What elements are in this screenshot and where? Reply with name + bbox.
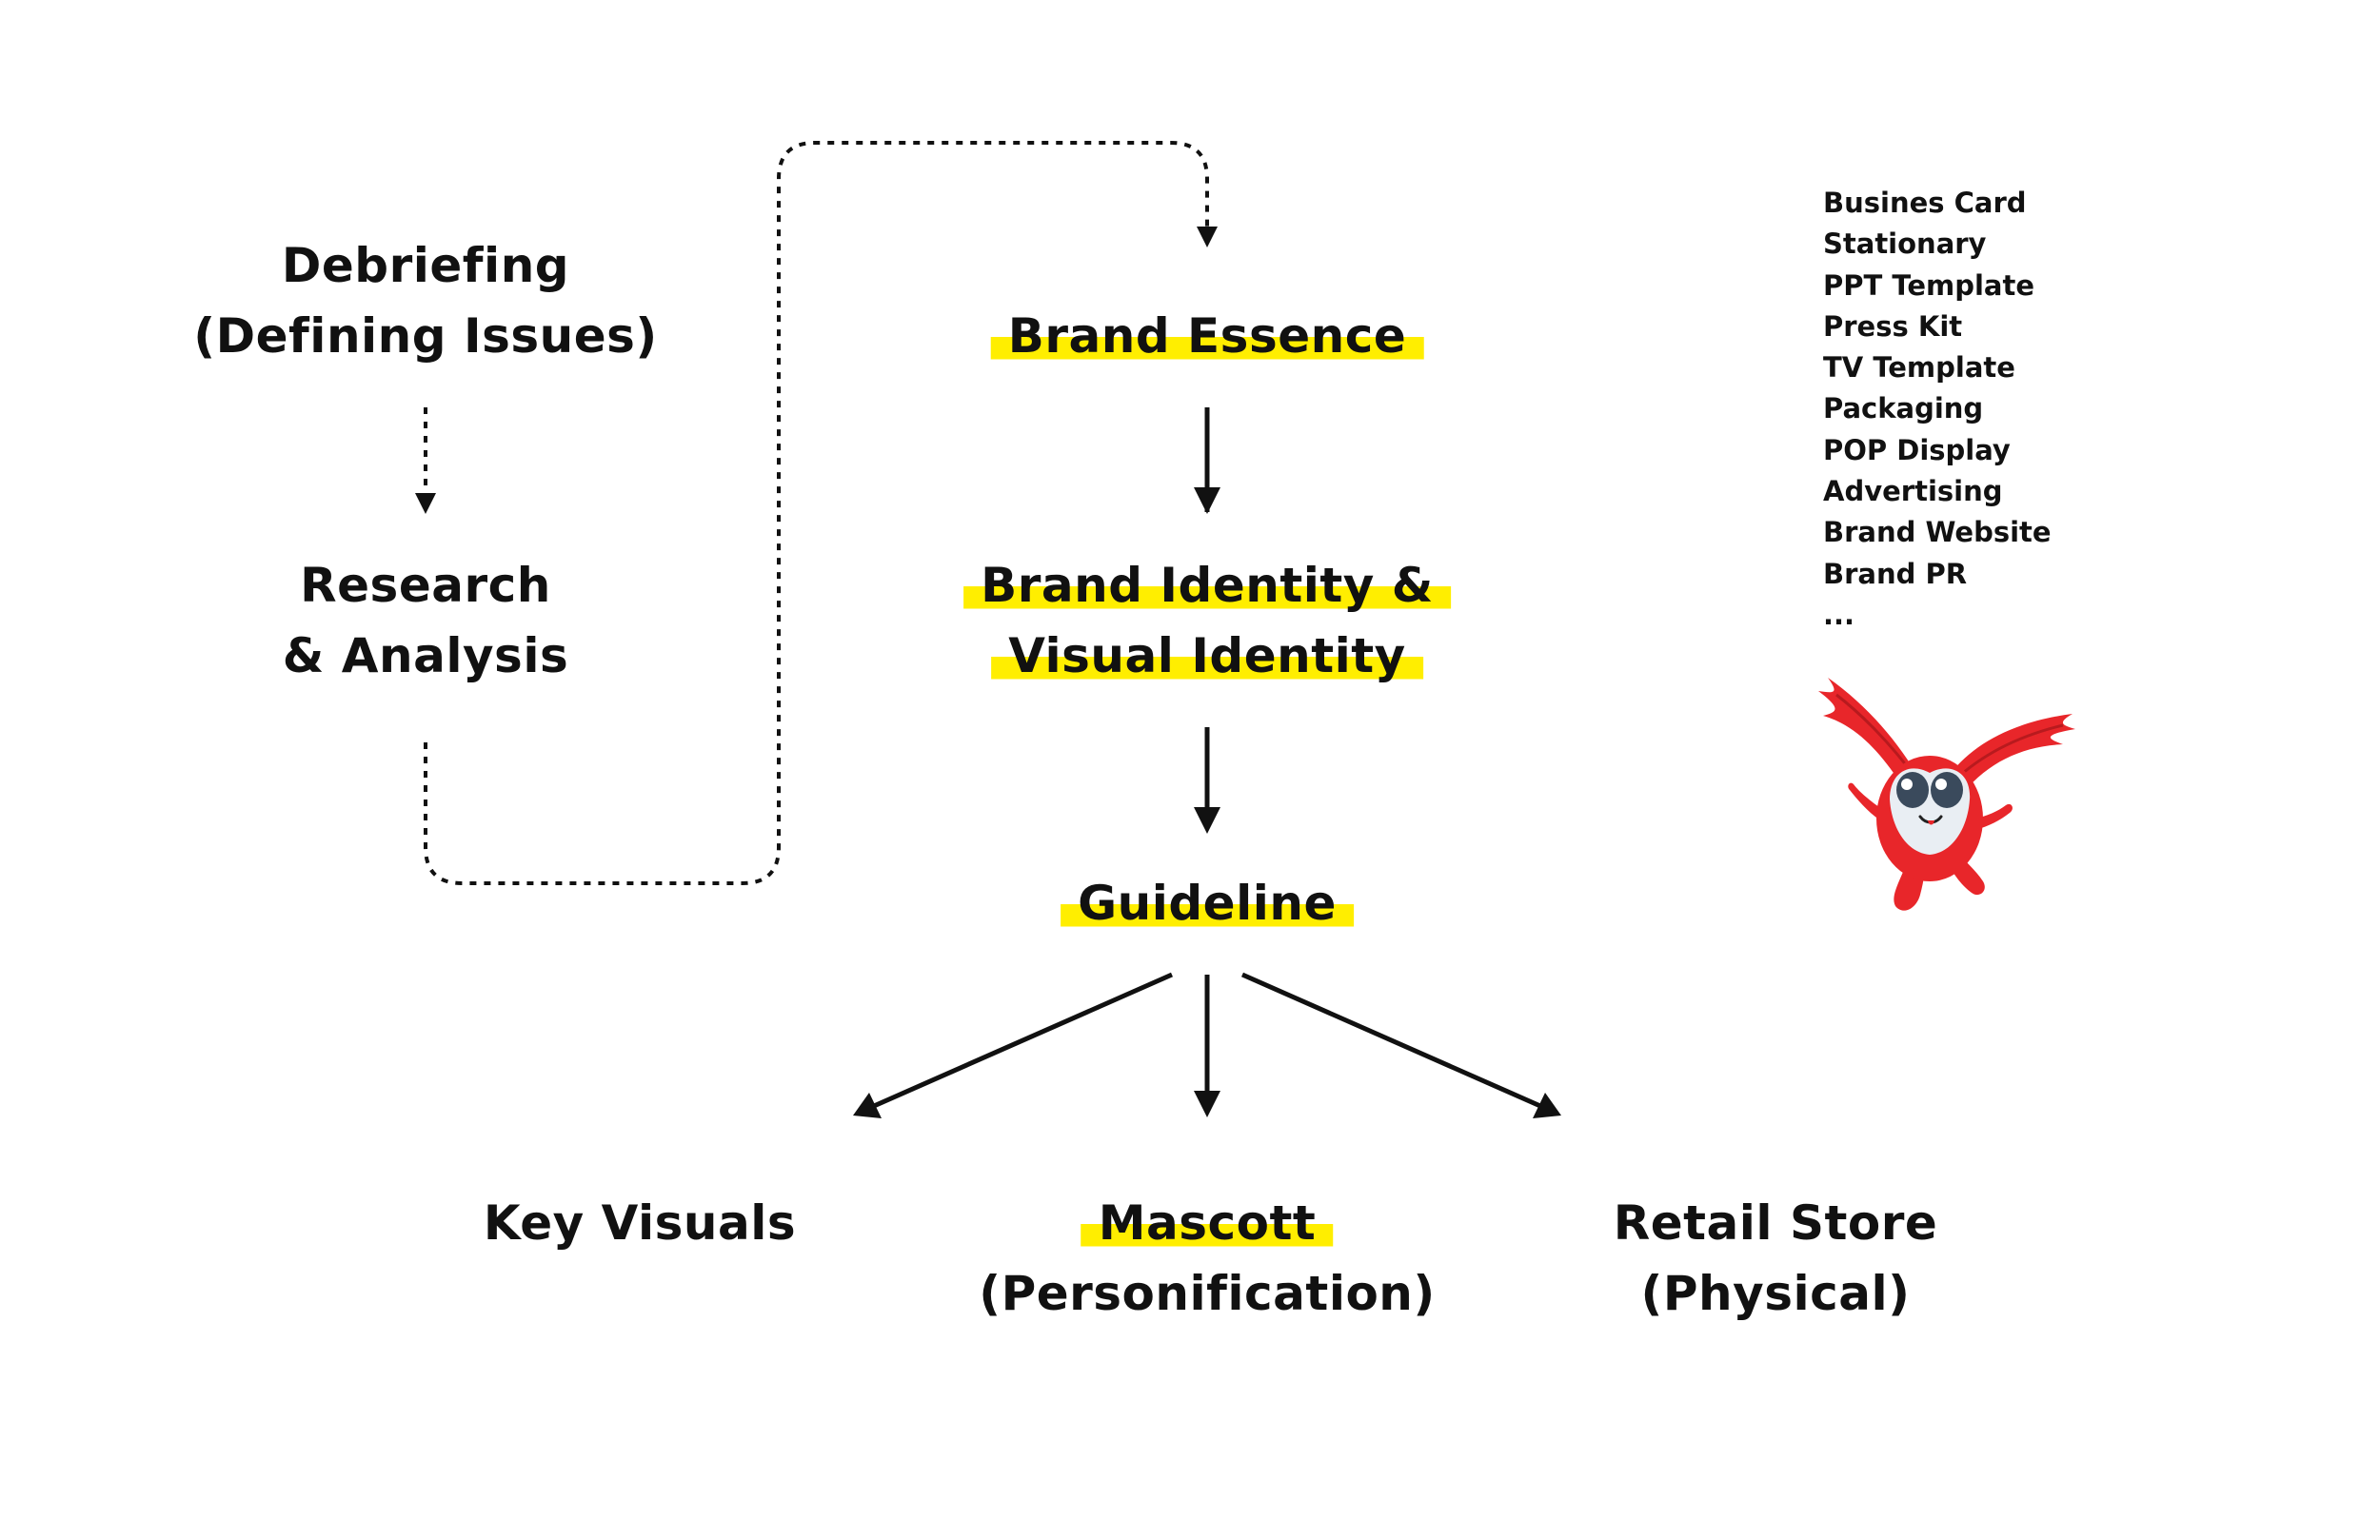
node-brand-identity-line-1: Brand Identity & <box>963 558 1451 613</box>
node-retail-store: Retail Store (Physical) <box>1614 1188 1938 1329</box>
deliverable-item: Advertising <box>1823 475 2003 508</box>
node-research-line-2: & Analysis <box>282 628 569 683</box>
node-mascott: Mascott (Personification) <box>979 1188 1436 1329</box>
node-guideline: Guideline <box>1061 868 1354 938</box>
arrow-guideline-to-key-visuals <box>872 972 1174 1109</box>
node-key-visuals-label: Key Visuals <box>483 1195 797 1251</box>
node-research: Research & Analysis <box>283 550 568 691</box>
deliverable-item: POP Display <box>1823 433 2011 466</box>
arrow-debriefing-to-research <box>415 407 436 514</box>
arrowhead-guideline-to-mascott <box>1194 1091 1220 1117</box>
node-debriefing-line-2: (Defining Issues) <box>193 308 658 364</box>
arrowhead-guideline-to-key-visuals <box>853 1093 882 1118</box>
node-guideline-label: Guideline <box>1061 876 1354 931</box>
deliverable-item: PPT Template <box>1823 268 2035 302</box>
node-debriefing-line-1: Debriefing <box>281 238 570 293</box>
node-mascott-line-1: Mascott <box>1081 1195 1334 1251</box>
node-brand-identity: Brand Identity & Visual Identity <box>963 550 1451 691</box>
node-brand-essence: Brand Essence <box>990 301 1424 371</box>
node-brand-identity-line-2: Visual Identity <box>991 628 1423 683</box>
deliverable-item: ... <box>1823 598 1855 631</box>
node-brand-essence-label: Brand Essence <box>990 308 1424 364</box>
node-research-line-1: Research <box>300 558 551 613</box>
node-mascott-line-2: (Personification) <box>979 1266 1436 1321</box>
node-key-visuals: Key Visuals <box>484 1188 796 1258</box>
arrow-research-to-brand-essence <box>424 141 1218 885</box>
deliverable-item: Press Kit <box>1823 309 1963 343</box>
arrowhead-essence-to-identity <box>1194 487 1220 514</box>
node-retail-store-line-1: Retail Store <box>1613 1195 1938 1251</box>
arrow-guideline-to-retail-store <box>1240 972 1542 1109</box>
arrowhead-identity-to-guideline <box>1194 807 1220 834</box>
node-retail-store-line-2: (Physical) <box>1640 1266 1911 1321</box>
node-debriefing: Debriefing (Defining Issues) <box>193 230 657 371</box>
deliverable-item: Brand Website <box>1823 516 2052 549</box>
deliverables-list: Busines Card Stationary PPT Template Pre… <box>1823 183 2052 636</box>
deliverable-item: Packaging <box>1823 392 1984 425</box>
deliverable-item: Stationary <box>1823 227 1987 261</box>
deliverable-item: Brand PR <box>1823 557 1968 590</box>
red-mascot-icon <box>1818 678 2075 911</box>
arrowhead-guideline-to-retail-store <box>1533 1093 1561 1118</box>
deliverable-item: TV Template <box>1823 351 2015 385</box>
deliverable-item: Busines Card <box>1823 187 2027 219</box>
